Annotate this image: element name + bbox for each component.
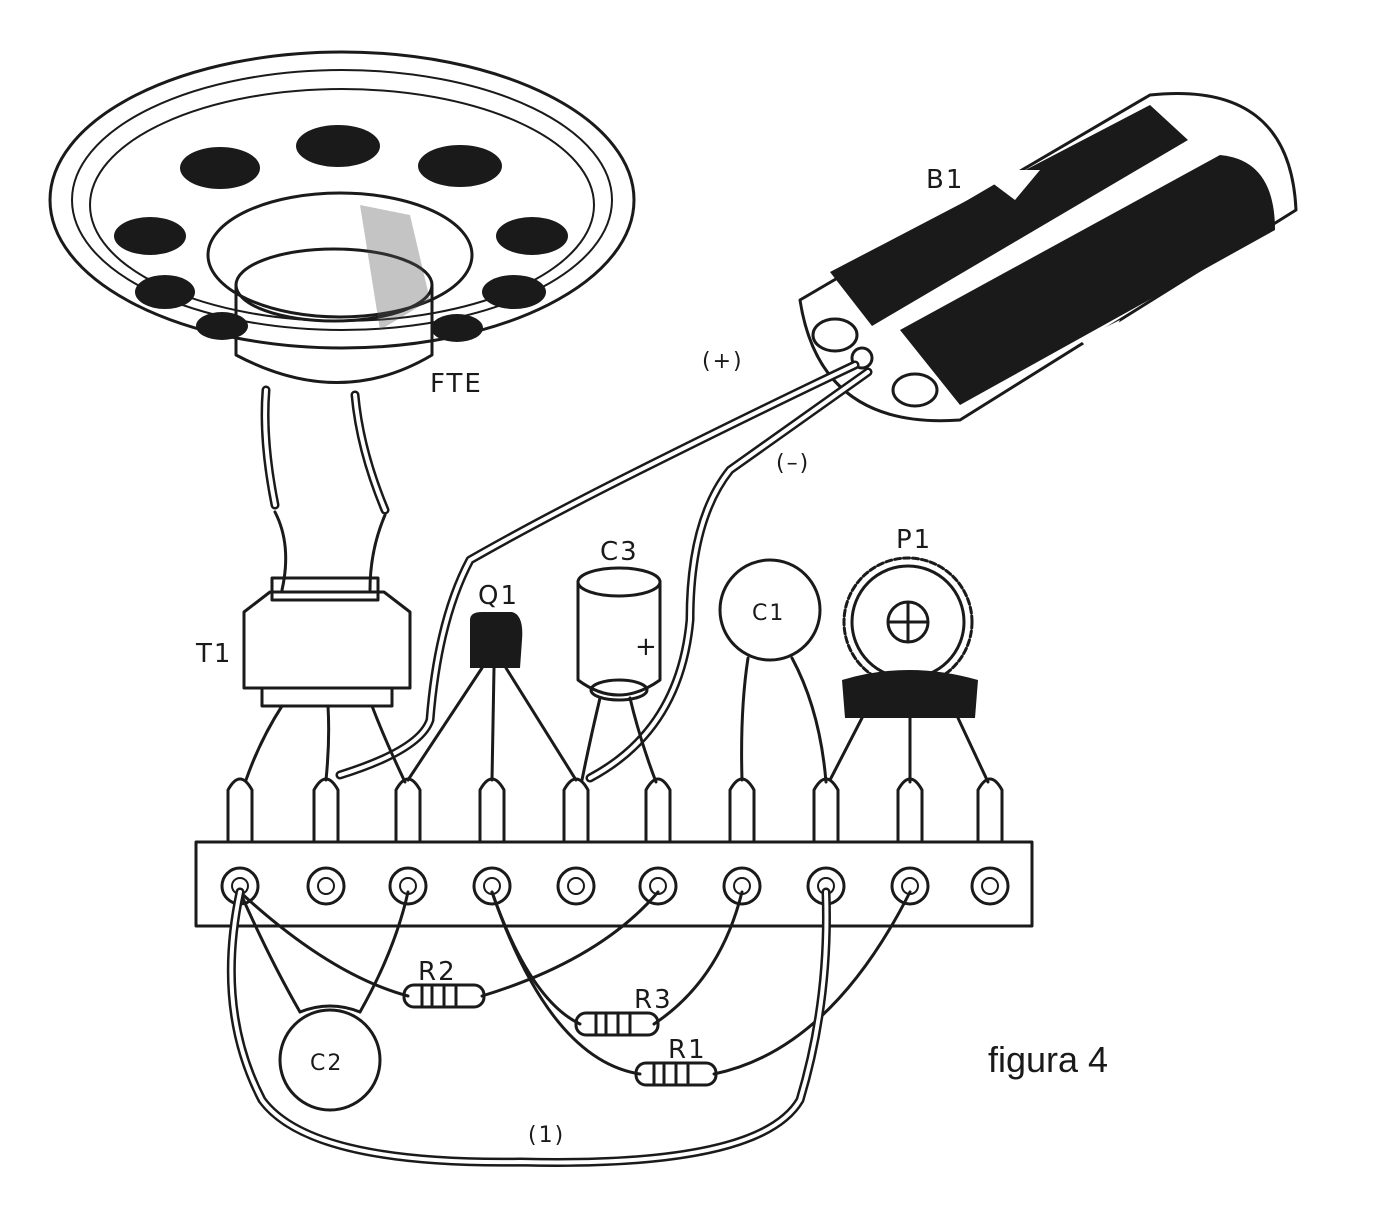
label-c3-polarity: + — [635, 632, 659, 662]
resistor-r3 — [574, 1011, 660, 1037]
capacitor-c2 — [278, 1004, 382, 1112]
terminal-rivets — [220, 866, 1010, 906]
capacitor-c1 — [718, 558, 828, 784]
solder-lugs — [226, 777, 1004, 844]
label-r2: R2 — [418, 957, 457, 987]
transistor-q1 — [406, 612, 578, 782]
label-jumper: (1) — [528, 1123, 565, 1148]
label-b1: B1 — [926, 165, 964, 195]
underside-wiring — [226, 887, 912, 1167]
label-minus: (–) — [776, 451, 810, 476]
label-plus: (+) — [702, 349, 744, 374]
label-r1: R1 — [668, 1035, 707, 1065]
resistor-r2 — [402, 983, 486, 1009]
speaker-fte — [48, 50, 636, 592]
label-q1: Q1 — [478, 581, 519, 611]
label-c1: C1 — [752, 601, 785, 626]
label-c2: C2 — [310, 1051, 343, 1076]
terminal-strip — [194, 777, 1034, 928]
transformer-t1 — [242, 576, 412, 784]
potentiometer-p1 — [828, 556, 990, 784]
label-fte: FTE — [430, 369, 483, 399]
label-c3: C3 — [600, 537, 639, 567]
resistor-r1 — [634, 1061, 718, 1087]
battery-holder-b1 — [798, 92, 1298, 423]
capacitor-c3 — [576, 566, 662, 784]
label-r3: R3 — [634, 985, 673, 1015]
label-t1: T1 — [195, 639, 232, 669]
figure-caption: figura 4 — [988, 1039, 1108, 1080]
label-p1: P1 — [896, 525, 932, 555]
battery-wires — [335, 360, 873, 783]
